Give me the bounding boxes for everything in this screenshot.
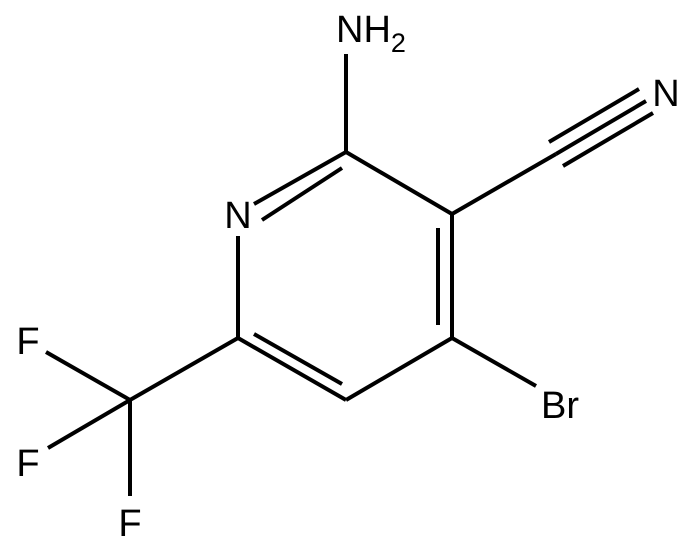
amino-subscript: 2 bbox=[391, 28, 406, 58]
bond-c4-br bbox=[451, 336, 537, 388]
fluorine-bottom-label: F bbox=[118, 503, 141, 545]
substituent-bonds bbox=[45, 54, 655, 496]
bond-c5-c6-inner bbox=[253, 332, 343, 386]
bond-c5-c6 bbox=[237, 336, 347, 402]
bond-nitrile-triple-3 bbox=[561, 111, 655, 168]
bond-nitrile-triple-1 bbox=[554, 99, 648, 156]
atom-labels: NH2 N N Br F F F bbox=[16, 9, 679, 545]
ring-n-label: N bbox=[224, 195, 251, 237]
bond-c4-c5 bbox=[344, 336, 454, 402]
amino-label: NH2 bbox=[336, 9, 406, 58]
bond-cf3-f-middle bbox=[46, 398, 132, 450]
bond-c2-c3 bbox=[344, 150, 454, 216]
fluorine-top-label: F bbox=[16, 321, 39, 363]
bond-cf3-f-top bbox=[45, 350, 131, 402]
bond-c3-cn bbox=[451, 152, 557, 216]
bromine-label: Br bbox=[541, 385, 579, 427]
ring-bonds bbox=[236, 150, 454, 402]
nitrile-n-label: N bbox=[652, 73, 679, 115]
amino-n-text: NH bbox=[336, 9, 391, 51]
bond-c6-cf3 bbox=[129, 336, 239, 402]
bond-n1-c2 bbox=[253, 150, 347, 206]
bond-nitrile-triple-2 bbox=[547, 87, 641, 144]
fluorine-middle-label: F bbox=[16, 443, 39, 485]
bond-n1-c2-inner bbox=[260, 166, 344, 222]
